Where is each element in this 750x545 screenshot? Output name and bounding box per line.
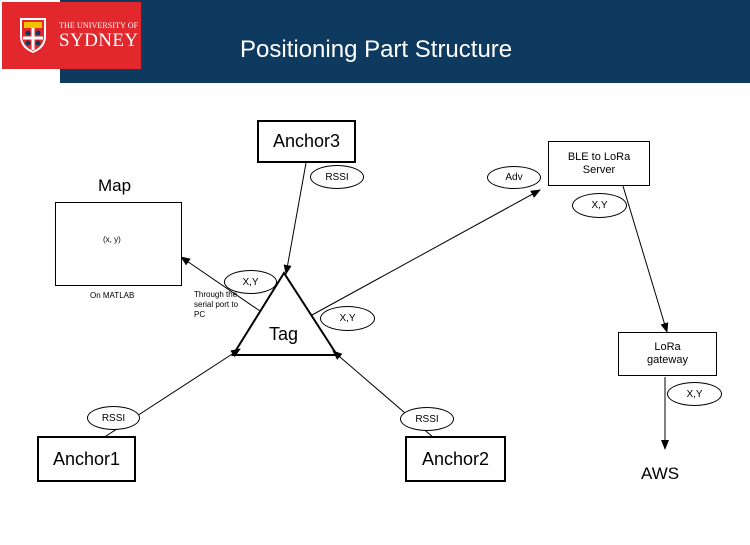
arrow-anchor3-to-tag [283,162,307,275]
ble-server-label: BLE to LoRa Server [567,150,631,176]
xy-tag-label: X,Y [320,306,375,331]
rssi-anchor3-label: RSSI [310,165,364,189]
rssi-anchor1-label: RSSI [87,406,140,430]
anchor1-label: Anchor1 [52,448,121,469]
tag-label: Tag [269,324,299,344]
map-box [55,202,182,286]
logo-line1: THE UNIVERSITY OF [59,21,139,30]
xy-map-label: X,Y [224,270,277,294]
anchor3-label: Anchor3 [272,131,341,151]
page-title: Positioning Part Structure [240,36,513,63]
xy-gateway-label: X,Y [667,382,722,406]
anchor2-label: Anchor2 [421,448,490,469]
map-point-label: (x, y) [103,235,121,244]
arrow-tag-to-map [180,256,261,312]
aws-label: AWS [641,464,680,483]
xy-server-label: X,Y [572,193,627,218]
tag-triangle [231,271,339,356]
university-logo: THE UNIVERSITY OF SYDNEY [2,2,141,69]
lora-gateway-label: LoRa gateway [647,341,688,366]
ble-server-node: BLE to LoRa Server [548,141,650,186]
arrow-tag-to-server [311,189,541,316]
shield-icon [20,18,46,53]
anchor1-node: Anchor1 [37,436,136,482]
header-bar [60,0,750,83]
anchor2-node: Anchor2 [405,436,506,482]
map-caption: On MATLAB [90,291,135,300]
rssi-anchor2-label: RSSI [400,407,454,431]
map-title: Map [98,176,132,195]
anchor3-node: Anchor3 [257,120,356,163]
serial-port-label: Through the serial port to PC [194,290,239,319]
arrow-server-to-gateway [622,185,669,333]
logo-line2: SYDNEY [59,30,139,51]
lora-gateway-node: LoRa gateway [618,332,717,376]
adv-label: Adv [487,166,541,189]
